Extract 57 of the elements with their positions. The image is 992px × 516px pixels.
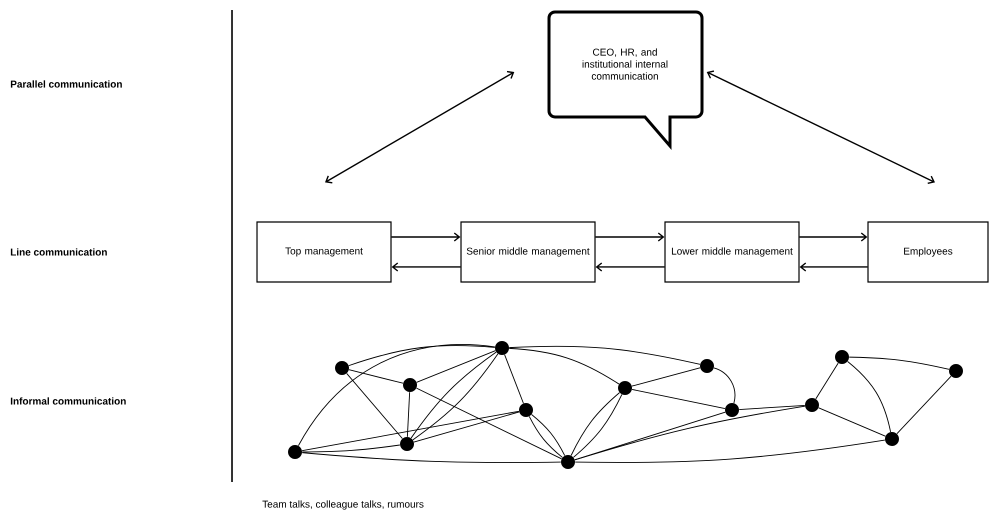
network-link [406,392,410,438]
network-dot [725,402,739,417]
network-link [848,356,950,370]
network-dot [805,398,819,412]
network-link [348,369,404,384]
network-link [416,388,562,460]
caption: Team talks, colleague talks, rumours [262,500,424,510]
network-dot [495,341,509,355]
network-link [896,376,952,434]
network-dot [519,402,533,417]
network-link [574,440,886,463]
network-link [508,346,700,365]
network-link [413,412,520,442]
network-link [416,350,496,383]
row-label: Parallel communication [10,80,122,88]
process-box: Lower middle management [664,221,800,283]
network-dot [835,350,849,364]
network-dot [288,444,302,459]
network-dot [400,436,414,451]
network-dot [885,432,899,446]
row-label: Informal communication [10,397,126,405]
network-link [508,348,620,384]
network-link [302,410,520,452]
process-box: Employees [867,221,989,283]
network-link [348,345,496,366]
network-link [632,367,700,387]
network-dot [561,454,575,469]
network-link [714,367,736,404]
network-link [302,444,400,452]
speech-bubble: CEO, HR, and institutional internal communication [548,10,704,148]
arrow [800,262,868,272]
row-label: Line communication [10,248,107,256]
network-link [847,361,892,432]
network-dot [403,378,417,392]
process-box: Top management [256,221,392,283]
arrow [596,262,664,272]
double-arrow [706,70,935,184]
arrow [596,232,664,242]
network-dot [949,364,963,378]
network-link [818,407,886,437]
network-link [302,452,562,464]
arrow [392,232,460,242]
network-link [815,362,839,400]
network-dot [700,359,714,373]
network-link [738,404,806,410]
network-link [504,354,524,404]
network-link [346,373,403,439]
network-dot [335,361,349,375]
network-link [632,388,726,409]
double-arrow [325,70,514,184]
network-link [574,412,726,460]
network-link [574,406,806,460]
arrow [800,232,868,242]
process-box: Senior middle management [460,221,596,283]
arrow [392,262,460,272]
network-link [298,344,496,446]
network-dot [618,381,632,395]
